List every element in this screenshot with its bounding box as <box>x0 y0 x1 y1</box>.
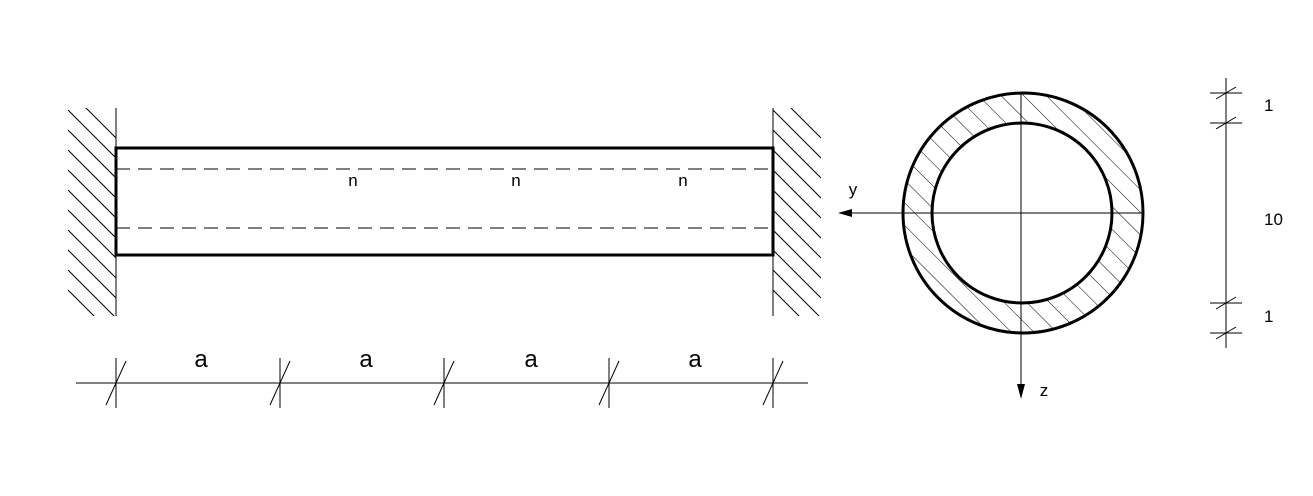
beam-mark-2: n <box>511 171 520 190</box>
dim-tick-3 <box>1215 296 1237 310</box>
cross-section: y z <box>838 91 1145 400</box>
tick-3 <box>433 360 455 406</box>
right-wall-hatching <box>773 108 821 316</box>
right-fixed-support <box>772 108 821 316</box>
left-fixed-support <box>68 108 117 316</box>
segment-label-2: a <box>359 346 373 373</box>
beam-mark-3: n <box>678 171 687 190</box>
beam: n n n <box>114 146 775 257</box>
beam-outline <box>114 146 775 257</box>
y-axis-label: y <box>849 180 858 199</box>
y-axis-arrow-icon <box>838 209 852 217</box>
z-axis-arrow-icon <box>1017 384 1025 399</box>
segment-label-3: a <box>524 346 538 373</box>
beam-mark-1: n <box>348 171 357 190</box>
left-wall-hatching <box>68 108 116 316</box>
length-dimension: a a a a <box>76 346 808 408</box>
section-dimension: 1 10 1 <box>1210 78 1283 348</box>
segment-label-4: a <box>688 346 702 373</box>
dim-tick-2 <box>1215 116 1237 130</box>
tick-5 <box>762 360 784 406</box>
tick-4 <box>598 360 620 406</box>
dim-label-top: 1 <box>1264 96 1273 115</box>
tick-1 <box>105 360 127 406</box>
segment-label-1: a <box>194 346 208 373</box>
tick-2 <box>269 360 291 406</box>
dim-label-middle: 10 <box>1264 210 1283 229</box>
dim-tick-4 <box>1215 326 1237 340</box>
dim-tick-1 <box>1215 86 1237 100</box>
z-axis-label: z <box>1040 381 1049 400</box>
dim-label-bottom: 1 <box>1264 307 1273 326</box>
